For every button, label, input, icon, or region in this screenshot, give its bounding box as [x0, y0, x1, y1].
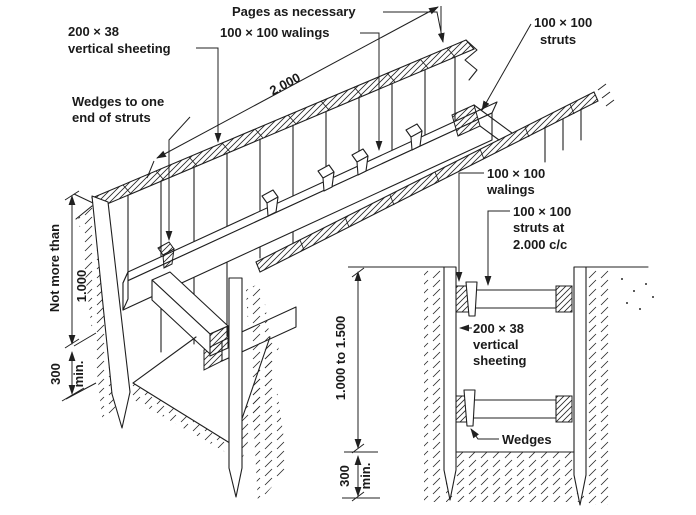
leader-struts-section: [484, 210, 510, 286]
label-struts-section-line2: struts at: [513, 220, 565, 235]
label-sheeting-section-line1: 200 × 38: [473, 321, 524, 336]
dim-2000-label: 2.000: [267, 70, 303, 99]
label-sheeting-iso: 200 × 38 vertical sheeting: [68, 24, 222, 143]
dim-min-section: min.: [358, 463, 373, 490]
label-sheeting-section: 200 × 38 vertical sheeting: [459, 321, 527, 368]
label-struts-iso: 100 × 100 struts: [481, 15, 592, 111]
dim-depth-value: 1.000: [74, 270, 89, 303]
strut-upper-right: [451, 104, 513, 141]
label-struts-section-line1: 100 × 100: [513, 204, 571, 219]
dim-depth-text: Not more than: [47, 224, 62, 312]
label-pages-text: Pages as necessary: [232, 4, 356, 19]
label-walings-section-line1: 100 × 100: [487, 166, 545, 181]
dim-toe-value: 300: [48, 363, 63, 385]
upper-wedge: [465, 281, 478, 317]
section-upper-strut-assembly: [455, 281, 573, 317]
leader-struts-iso: [481, 23, 532, 111]
strut-mid: [151, 271, 229, 357]
label-pages: Pages as necessary: [232, 4, 445, 43]
wedge-at-strut: [157, 241, 175, 269]
dim-1000-1500: 1.000 to 1.500: [333, 316, 348, 401]
lower-wedge: [463, 389, 476, 427]
label-walings-section-line2: walings: [486, 182, 535, 197]
leader-walings-section: [455, 172, 484, 282]
soil-hatch-left-end: [75, 205, 116, 424]
section-soil: [424, 270, 654, 505]
label-walings-section: 100 × 100 walings: [455, 166, 545, 282]
label-walings-iso-text: 100 × 100 walings: [220, 25, 329, 40]
soil-stipple-dots: [621, 278, 654, 310]
label-wedges-iso-line1: Wedges to one: [72, 94, 164, 109]
label-sheeting-section-line3: sheeting: [473, 353, 527, 368]
dim-300-section: 300: [337, 465, 352, 487]
isometric-view: 2.000 Not more than 1.000 300 min. 200 ×…: [47, 4, 615, 503]
label-sheeting-iso-line2: vertical sheeting: [68, 41, 171, 56]
section-sheeting-boards: [443, 266, 587, 506]
leader-wedges-section: [470, 428, 499, 440]
label-wedges-section-text: Wedges: [502, 432, 552, 447]
label-sheeting-section-line2: vertical: [473, 337, 519, 352]
leader-wedges-iso: [165, 116, 191, 241]
label-struts-iso-line2: struts: [540, 32, 576, 47]
dimension-depth-section: 1.000 to 1.500 300 min.: [333, 266, 380, 502]
label-struts-section-line3: 2.000 c/c: [513, 237, 567, 252]
dim-toe-unit: min.: [71, 361, 86, 388]
label-struts-section: 100 × 100 struts at 2.000 c/c: [484, 204, 571, 286]
leader-walings-iso: [360, 32, 383, 151]
soil-hatch-near-board: [246, 282, 288, 503]
label-struts-iso-line1: 100 × 100: [534, 15, 592, 30]
label-walings-iso: 100 × 100 walings: [220, 25, 383, 151]
soil-ticks-near-end: [597, 83, 615, 107]
label-wedges-iso-line2: end of struts: [72, 110, 151, 125]
section-view: 1.000 to 1.500 300 min. 100 × 100 waling…: [333, 166, 654, 506]
label-wedges-section: Wedges: [470, 428, 552, 447]
leader-sheeting-iso: [196, 47, 222, 143]
leader-pages: [383, 11, 445, 43]
label-sheeting-iso-line1: 200 × 38: [68, 24, 119, 39]
label-wedges-iso: Wedges to one end of struts: [72, 94, 191, 241]
near-sheeting-board: [228, 277, 243, 498]
section-lower-strut-assembly: [455, 389, 573, 427]
end-sheeting-board: [91, 195, 131, 429]
dimension-depth-left: Not more than 1.000 300 min.: [47, 190, 97, 402]
near-sheeting-top-edge: [255, 83, 615, 273]
break-line: [464, 39, 478, 81]
